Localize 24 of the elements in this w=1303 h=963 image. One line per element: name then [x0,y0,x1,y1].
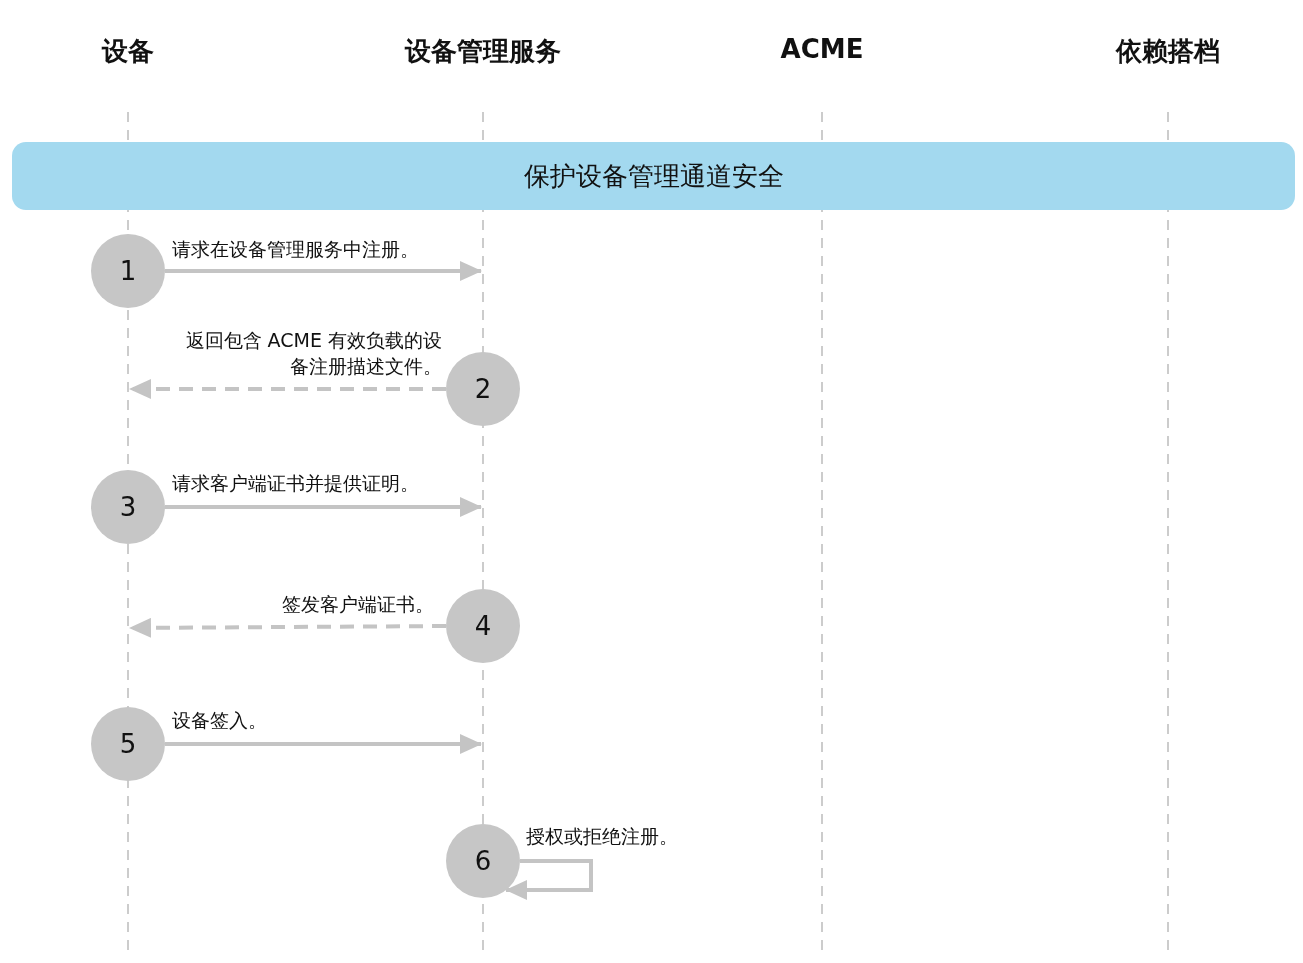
step-number-circle: 2 [446,352,520,426]
step-number-circle: 1 [91,234,165,308]
message-arrow [165,497,482,517]
message-label: 设备签入。 [172,708,267,733]
message-arrow [129,617,446,638]
participant-label: 设备 [102,35,154,68]
message-arrow [165,261,482,281]
phase-band [12,142,1295,210]
message-label: 授权或拒绝注册。 [526,824,678,849]
step-number-circle: 3 [91,470,165,544]
participant-label: 依赖搭档 [1116,35,1220,68]
message-arrow [165,734,482,754]
step-number-circle: 4 [446,589,520,663]
step-number-circle: 5 [91,707,165,781]
message-label: 签发客户端证书。 [282,592,434,617]
message-label: 返回包含 ACME 有效负载的设备注册描述文件。 [184,328,442,379]
message-arrow [129,379,446,399]
message-label: 请求在设备管理服务中注册。 [172,237,419,262]
step-number-circle: 6 [446,824,520,898]
band-title: 保护设备管理通道安全 [523,159,784,193]
participant-label: ACME [780,34,864,64]
message-arrow [505,859,593,900]
message-label: 请求客户端证书并提供证明。 [172,471,419,496]
participant-label: 设备管理服务 [405,35,561,68]
